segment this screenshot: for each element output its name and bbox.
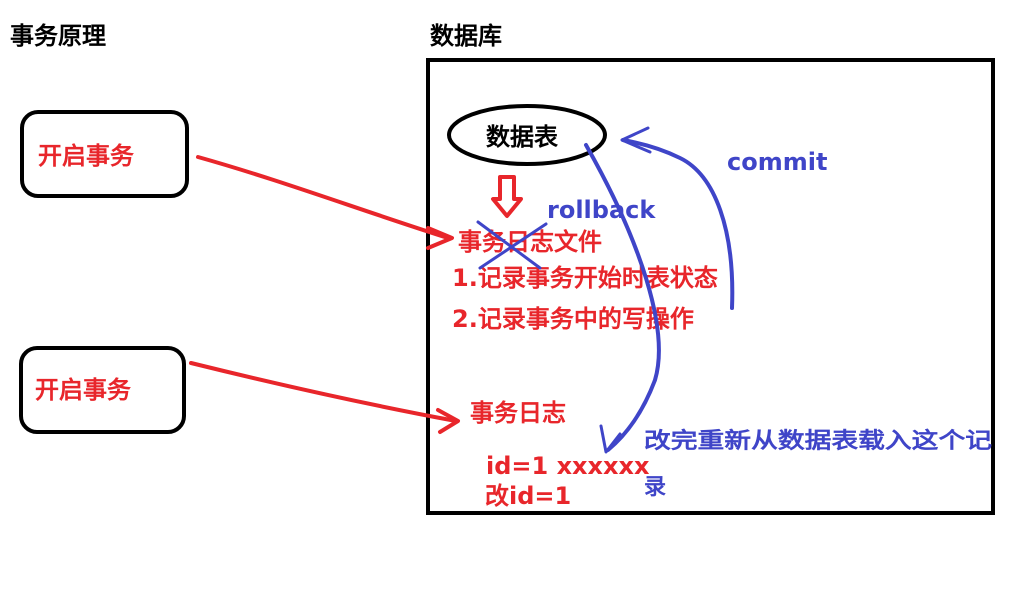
data-table-ellipse — [447, 104, 607, 166]
down-arrow-icon — [491, 175, 523, 218]
database-title: 数据库 — [430, 22, 502, 50]
arrow-to-log-file — [196, 155, 450, 240]
rollback-arrow — [584, 143, 661, 452]
cross-out-icon — [476, 220, 542, 270]
start-transaction-box-2 — [19, 346, 186, 434]
rollback-label: rollback — [547, 196, 656, 224]
arrowhead-icon — [599, 424, 622, 454]
database-box — [426, 58, 995, 515]
start-transaction-box-1 — [20, 110, 189, 198]
data-table-label: 数据表 — [486, 123, 559, 151]
arrowhead-icon — [620, 126, 652, 154]
reload-note-line-1: 改完重新从数据表载入这个记 — [644, 428, 992, 454]
tx-log-file-label: 事务日志文件 — [458, 228, 602, 256]
tx-log-label: 事务日志 — [470, 399, 566, 427]
arrowhead-icon — [436, 408, 460, 434]
commit-label: commit — [727, 148, 827, 176]
start-transaction-label-1: 开启事务 — [38, 142, 135, 170]
record-line-2: 改id=1 — [485, 482, 571, 510]
start-transaction-label-2: 开启事务 — [35, 376, 132, 404]
cross-out-icon — [478, 222, 548, 270]
reload-note-line-2: 录 — [644, 475, 666, 500]
diagram-title: 事务原理 — [10, 22, 106, 50]
arrow-to-log — [189, 361, 458, 423]
commit-arrow — [621, 138, 735, 310]
record-line-1: id=1 xxxxxx — [486, 452, 650, 480]
arrowhead-icon — [426, 226, 454, 250]
log-line-1: 1.记录事务开始时表状态 — [452, 264, 718, 292]
